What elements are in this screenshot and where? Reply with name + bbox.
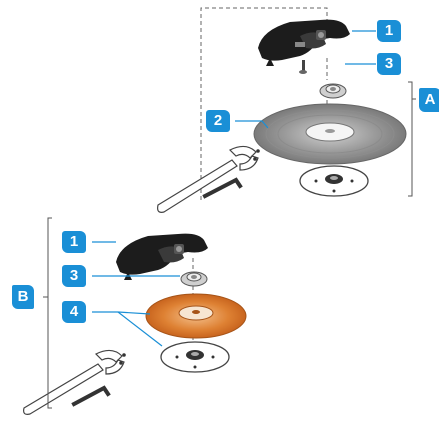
angle-grinder-icon [258,19,350,66]
leader-lines-b [92,241,180,347]
hex-key-icon [202,177,243,199]
backing-flange-icon [160,341,230,373]
flange-nut-icon [180,271,208,287]
callout-3-a: 3 [377,53,401,75]
callout-3-b: 3 [62,265,86,287]
bracket-a [408,81,416,197]
pin-spanner-icon [157,145,260,213]
callout-1-a: 1 [377,20,401,42]
grinding-disc-icon [253,103,407,165]
backing-flange-icon [299,165,369,197]
spindle-bolt-icon [299,60,307,74]
group-label-a: A [419,88,439,112]
hex-key-icon [71,385,111,407]
group-label-b: B [12,285,34,309]
callout-2-a: 2 [206,110,230,132]
sanding-pad-icon [145,293,247,339]
callout-1-b: 1 [62,231,86,253]
bracket-b [43,217,52,409]
angle-grinder-icon [116,233,208,280]
leader-lines-a [235,30,376,129]
flange-nut-icon [319,83,347,99]
callout-4-b: 4 [62,301,86,323]
pin-spanner-icon [23,349,126,415]
